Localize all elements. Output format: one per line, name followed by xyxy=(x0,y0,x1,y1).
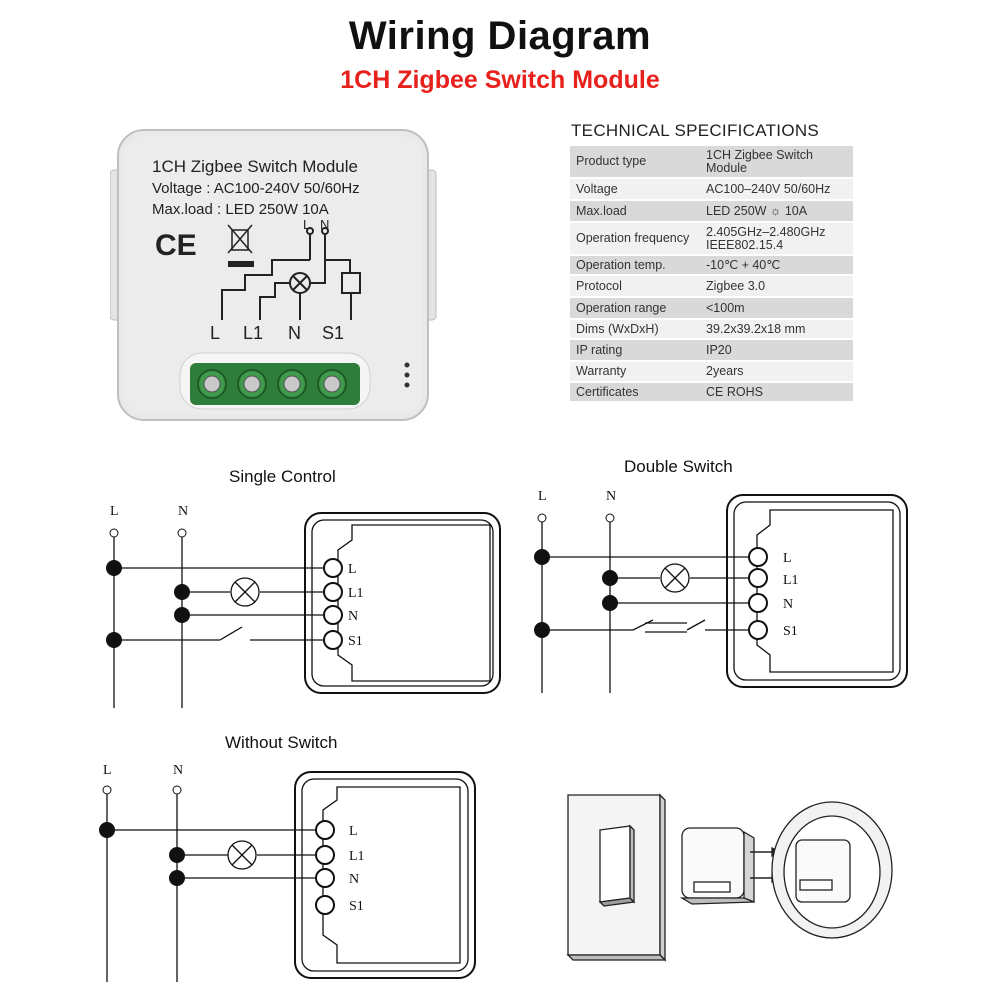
without-switch-title: Without Switch xyxy=(225,733,338,752)
spec-value: Zigbee 3.0 xyxy=(700,275,853,297)
single-control-diagram: L N L L1 N S1 xyxy=(106,504,501,708)
double-switch-diagram: L N L L1 N S1 xyxy=(534,489,908,693)
spec-key: Protocol xyxy=(570,275,700,297)
spec-key: Certificates xyxy=(570,382,700,402)
single-terminal-screws xyxy=(323,558,343,650)
spec-value: LED 250W ☼ 10A xyxy=(700,200,853,222)
single-terminal-s1: S1 xyxy=(348,634,363,649)
module-terminal-s1: S1 xyxy=(322,323,345,343)
without-label-n: N xyxy=(173,763,183,778)
spec-value: <100m xyxy=(700,297,853,319)
single-terminal-l: L xyxy=(348,562,357,577)
without-terminal-screws xyxy=(315,820,335,915)
double-terminal-s1: S1 xyxy=(783,624,798,639)
spec-key: Max.load xyxy=(570,200,700,222)
spec-row: Operation temp.-10℃ + 40℃ xyxy=(570,255,853,275)
double-terminal-screws xyxy=(748,547,768,640)
module-schematic xyxy=(221,227,361,320)
double-label-l: L xyxy=(538,489,547,504)
double-label-n: N xyxy=(606,489,616,504)
page-subtitle: 1CH Zigbee Switch Module xyxy=(340,66,660,94)
module-top-label-l: L xyxy=(303,217,311,232)
module-voltage: Voltage : AC100-240V 50/60Hz xyxy=(152,180,360,197)
spec-value: 2years xyxy=(700,361,853,382)
spec-key: Voltage xyxy=(570,178,700,200)
module-terminal-l1: L1 xyxy=(243,323,264,343)
spec-key: Dims (WxDxH) xyxy=(570,319,700,339)
double-terminal-l1: L1 xyxy=(783,573,799,588)
spec-value: 1CH Zigbee Switch Module xyxy=(700,146,853,178)
spec-row: Dims (WxDxH)39.2x39.2x18 mm xyxy=(570,319,853,339)
spec-value: CE ROHS xyxy=(700,382,853,402)
without-terminal-n: N xyxy=(349,872,359,887)
single-label-l: L xyxy=(110,504,119,519)
spec-row: Operation range<100m xyxy=(570,297,853,319)
single-terminal-n: N xyxy=(348,609,358,624)
module-terminal-n: N xyxy=(288,323,301,343)
module-name: 1CH Zigbee Switch Module xyxy=(152,157,358,176)
spec-key: IP rating xyxy=(570,339,700,361)
ce-mark: CE xyxy=(155,229,197,262)
single-terminal-l1: L1 xyxy=(348,586,364,601)
spec-key: Warranty xyxy=(570,361,700,382)
single-control-title: Single Control xyxy=(229,467,336,486)
without-terminal-s1: S1 xyxy=(349,899,364,914)
module-terminal-l: L xyxy=(210,323,221,343)
spec-key: Operation frequency xyxy=(570,222,700,255)
spec-title: TECHNICAL SPECIFICATIONS xyxy=(571,121,820,140)
spec-key: Operation range xyxy=(570,297,700,319)
module-body xyxy=(109,129,437,421)
spec-value: AC100–240V 50/60Hz xyxy=(700,178,853,200)
without-terminal-l1: L1 xyxy=(349,849,365,864)
double-terminal-l: L xyxy=(783,551,792,566)
module-illustration: 1CH Zigbee Switch Module Voltage : AC100… xyxy=(109,125,440,425)
spec-key: Operation temp. xyxy=(570,255,700,275)
spec-value: 39.2x39.2x18 mm xyxy=(700,319,853,339)
double-switch-title: Double Switch xyxy=(624,457,733,476)
page-title: Wiring Diagram xyxy=(348,14,652,58)
single-label-n: N xyxy=(178,504,188,519)
spec-value: -10℃ + 40℃ xyxy=(700,255,853,275)
weee-icon xyxy=(227,224,254,267)
double-terminal-n: N xyxy=(783,597,793,612)
installation-illustration xyxy=(566,793,893,962)
terminal-screws xyxy=(197,369,347,399)
module-top-label-n: N xyxy=(320,217,330,232)
spec-value: 2.405GHz–2.480GHz IEEE802.15.4 xyxy=(700,222,853,255)
without-terminal-l: L xyxy=(349,824,358,839)
without-label-l: L xyxy=(103,763,112,778)
spec-value: IP20 xyxy=(700,339,853,361)
module-max-load: Max.load : LED 250W 10A xyxy=(152,201,329,218)
without-switch-diagram: L N L L1 N S1 xyxy=(99,763,476,982)
spec-key: Product type xyxy=(570,146,700,178)
